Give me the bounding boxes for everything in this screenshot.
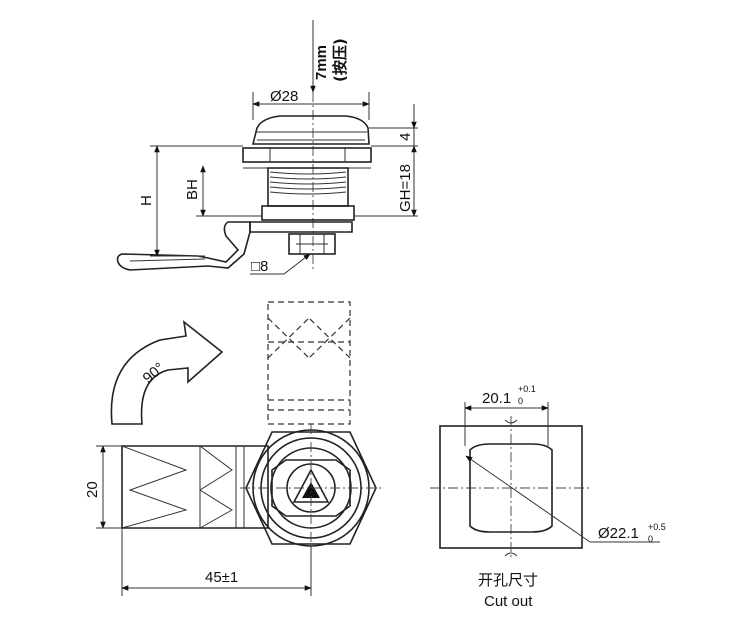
cutout-title-en: Cut out — [484, 593, 533, 610]
press-travel-label: 7mm — [313, 45, 330, 80]
press-note-label: (按压) — [331, 38, 349, 82]
rotation-arrow-shape — [110, 320, 224, 425]
rotation-arrow: 90° — [110, 320, 224, 425]
length-label: 45±1 — [205, 569, 238, 586]
cutout-width-label: 20.1 — [482, 390, 511, 407]
hex-nut — [242, 147, 372, 163]
square-size-label: □8 — [251, 258, 268, 275]
keyhole-square — [271, 459, 351, 517]
cutout-view: 20.1 +0.1 0 Ø22.1 +0.5 0 开孔尺寸 Cut out — [430, 384, 666, 610]
square-drive — [288, 233, 336, 255]
width-label: 20 — [84, 481, 101, 498]
cutout-diameter-tol-upper: +0.5 — [648, 522, 666, 532]
cutout-title-cn: 开孔尺寸 — [478, 571, 538, 589]
height-bh-label: BH — [184, 179, 201, 200]
cutout-width-tol-upper: +0.1 — [518, 384, 536, 394]
rotation-label: 90° — [140, 359, 168, 387]
body-base — [261, 205, 355, 221]
cam-rotated-dashed — [267, 301, 351, 425]
cutout-diameter-tol-lower: 0 — [648, 534, 653, 544]
thread-lines — [269, 171, 347, 195]
cutout-width-tol-lower: 0 — [518, 396, 523, 406]
side-view: 7mm (按压) Ø28 — [116, 20, 418, 275]
grip-height-label: GH=18 — [397, 164, 414, 212]
button-head — [251, 115, 370, 145]
cam-arm — [116, 221, 251, 271]
cam-plate-top — [249, 221, 353, 233]
front-view: 20 45±1 — [84, 301, 382, 596]
height-h-label: H — [138, 195, 155, 206]
head-diameter-label: Ø28 — [270, 88, 298, 105]
cutout-shape — [469, 443, 553, 533]
cutout-diameter-label: Ø22.1 — [598, 525, 639, 542]
cutout-diameter-dim — [465, 455, 591, 543]
head-height-label: 4 — [397, 133, 414, 141]
